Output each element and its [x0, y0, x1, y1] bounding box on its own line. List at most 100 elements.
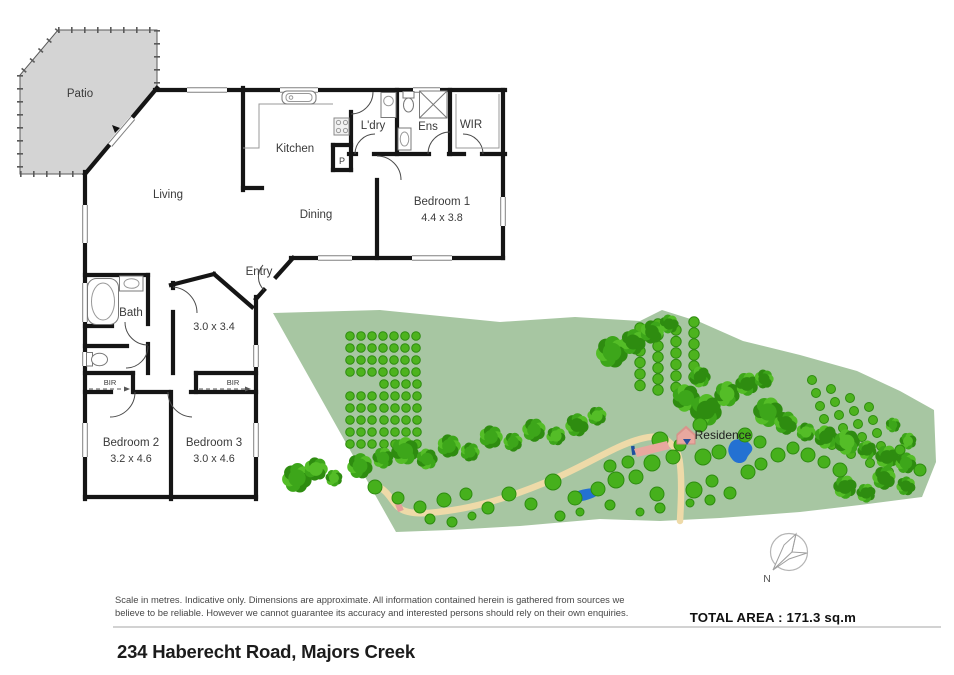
tree	[800, 447, 816, 463]
tree-foliage	[900, 480, 912, 492]
tree	[754, 457, 768, 471]
room-label-pantry: P	[339, 156, 345, 166]
room-label-entry: Entry	[246, 266, 273, 278]
orchard-tree	[807, 375, 817, 385]
orchard-tree	[826, 384, 836, 394]
large-tree	[796, 422, 816, 442]
orchard-tree	[412, 391, 422, 401]
tree	[413, 500, 427, 514]
tree-foliage	[591, 410, 603, 422]
tree	[628, 469, 644, 485]
tree-foliage	[527, 423, 541, 437]
door-arc	[109, 391, 136, 418]
orchard-tree	[864, 402, 874, 412]
large-tree	[460, 442, 480, 462]
tree	[832, 462, 848, 478]
laundry-tub-icon	[380, 92, 397, 118]
dims-bedroom3: 3.0 x 4.6	[193, 453, 234, 465]
orchard-tree	[412, 415, 422, 425]
door-arc	[124, 321, 149, 346]
orchard-tree	[688, 338, 700, 350]
tree	[467, 511, 477, 521]
large-tree	[856, 483, 876, 503]
orchard-tree	[868, 415, 878, 425]
large-tree	[546, 426, 566, 446]
orchard-tree	[411, 331, 421, 341]
tree	[567, 490, 583, 506]
orchard-tree	[367, 415, 377, 425]
bir-arrow-icon	[89, 386, 130, 392]
tree	[685, 498, 695, 508]
tree-foliage	[309, 462, 323, 476]
door-arc	[376, 155, 402, 181]
door-arc	[167, 391, 193, 418]
stove-icon	[333, 117, 350, 136]
tree-foliage	[484, 430, 498, 444]
orchard-tree	[356, 427, 366, 437]
orchard-tree	[356, 415, 366, 425]
orchard-tree	[345, 415, 355, 425]
floor-plan: Patio Living Kitchen Dining L'dry Ens WI…	[17, 27, 508, 502]
orchard-tree	[367, 427, 377, 437]
dam-marker	[630, 445, 636, 456]
tree	[643, 454, 661, 472]
door-arc	[125, 345, 149, 369]
orchard-tree	[411, 343, 421, 353]
tree-foliage	[880, 450, 894, 464]
orchard-tree	[389, 331, 399, 341]
scattered-trees	[282, 314, 927, 528]
tree-foliage	[719, 386, 735, 402]
residence-roof	[676, 425, 696, 436]
orchard-tree	[634, 379, 646, 392]
tree-foliage	[442, 439, 456, 453]
shower-icon	[419, 90, 448, 119]
tree	[649, 486, 665, 502]
orchard-tree	[688, 327, 700, 339]
tree	[604, 499, 616, 511]
door-swings	[109, 91, 484, 418]
large-tree	[391, 437, 419, 465]
room-label-kitchen: Kitchen	[276, 143, 314, 155]
large-tree	[885, 417, 901, 433]
room-labels: Patio Living Kitchen Dining L'dry Ens WI…	[67, 88, 482, 465]
large-tree	[416, 448, 438, 470]
fixtures	[86, 90, 500, 392]
large-tree	[522, 418, 546, 442]
large-tree	[620, 329, 646, 355]
slider-arrow-icon	[112, 125, 120, 133]
tree	[723, 486, 737, 500]
tree	[685, 481, 703, 499]
orchard-tree	[811, 388, 821, 398]
window	[107, 115, 136, 148]
wall-segment	[168, 271, 217, 288]
large-tree	[304, 457, 328, 481]
tree	[817, 455, 831, 469]
orchard-tree	[378, 367, 388, 377]
orchard-tree	[401, 403, 411, 413]
tree-foliage	[758, 373, 770, 385]
large-tree	[689, 366, 711, 388]
basin-icon	[397, 127, 412, 151]
tree-foliage	[329, 473, 339, 483]
orchard-tree	[367, 343, 377, 353]
tree	[786, 441, 800, 455]
wir-shelf-outline	[455, 94, 500, 149]
tree-foliage	[602, 342, 622, 362]
room-label-patio: Patio	[67, 88, 93, 100]
large-tree	[565, 413, 589, 437]
orchard-tree	[367, 403, 377, 413]
tree-foliage	[839, 434, 855, 450]
tree-foliage	[800, 426, 812, 438]
wc-toilet-icon	[86, 352, 108, 367]
pond	[728, 439, 753, 464]
orchard-tree	[845, 393, 855, 403]
large-tree	[672, 384, 700, 412]
dims-bedroom2: 3.2 x 4.6	[110, 453, 151, 465]
tree-foliage	[740, 377, 754, 391]
large-tree	[347, 453, 373, 479]
orchard-tree	[367, 367, 377, 377]
tree	[544, 473, 562, 491]
orchard-tree	[670, 358, 682, 371]
wall-segment	[211, 271, 255, 310]
tree	[894, 444, 906, 456]
